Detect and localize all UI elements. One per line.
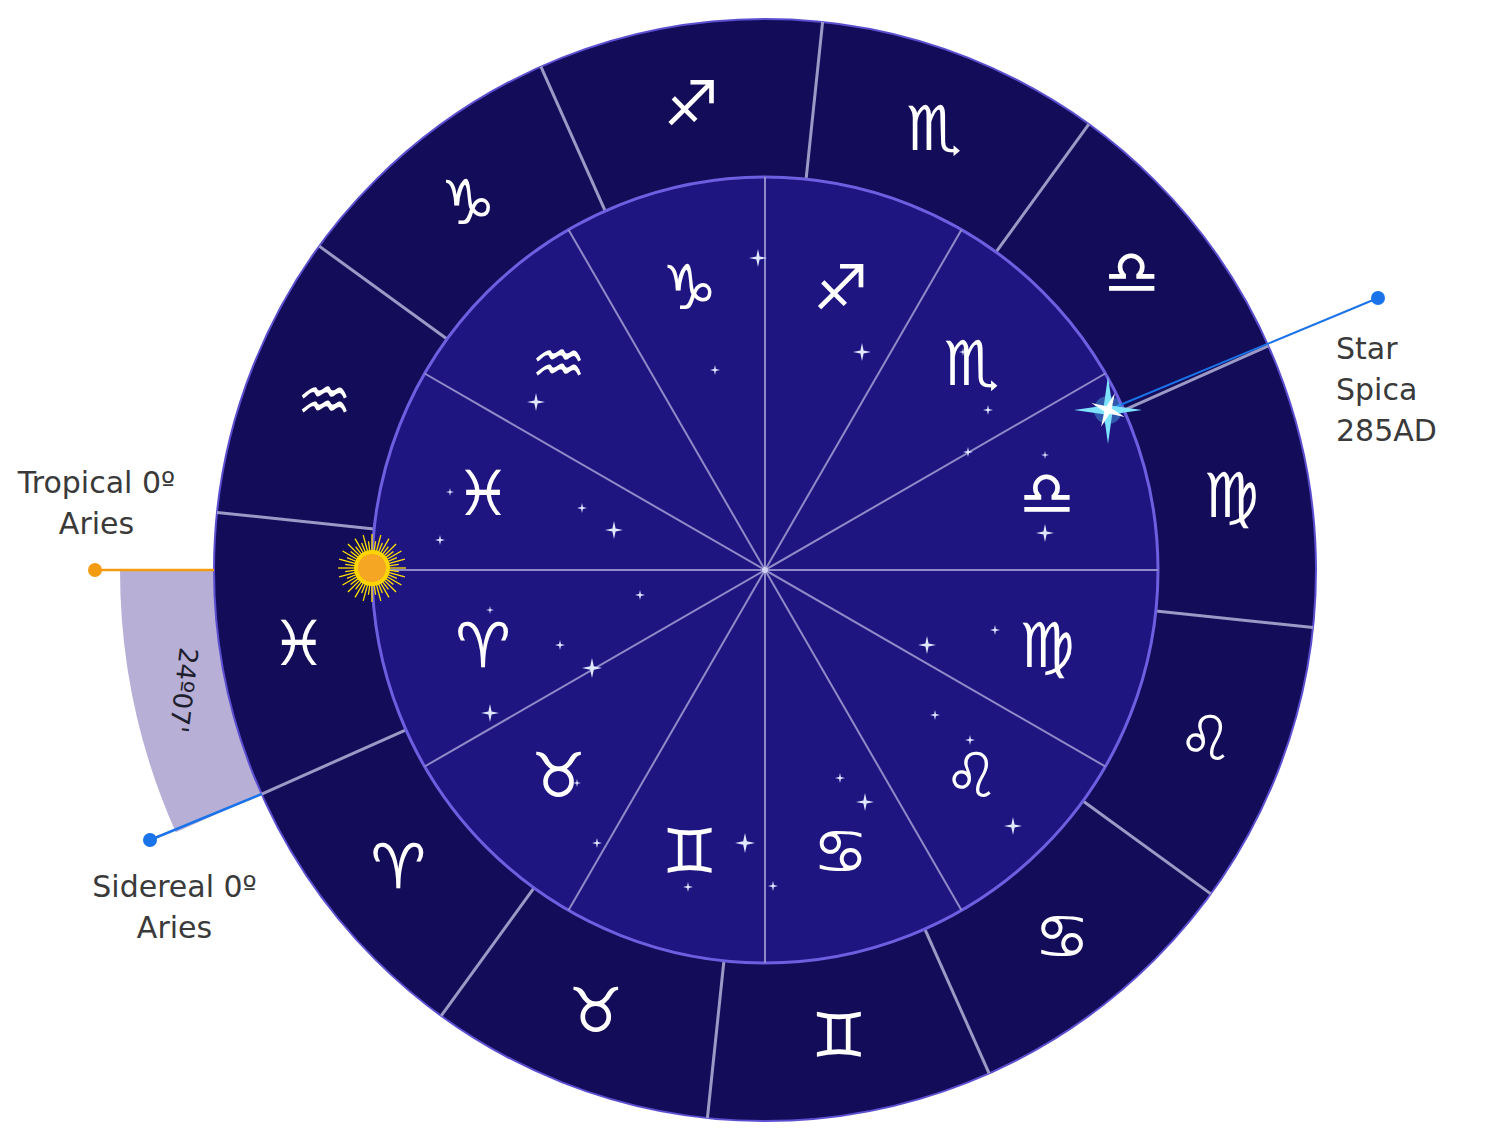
- sidereal-dot: [143, 833, 157, 847]
- center-dot: [762, 567, 768, 573]
- tropical-sign-glyph: ♓: [455, 463, 511, 525]
- divider-line: [262, 730, 406, 794]
- tropical-sign-glyph: ♍: [1019, 615, 1075, 677]
- sparkle: [635, 590, 645, 600]
- sidereal-label: Sidereal 0º Aries: [92, 866, 257, 948]
- sidereal-sign-glyph: ♈: [370, 836, 426, 898]
- sparkle: [1036, 524, 1054, 542]
- divider-line: [319, 246, 447, 339]
- sparkle: [983, 405, 993, 415]
- sidereal-sign-glyph: ♏: [906, 98, 962, 160]
- divider-line: [217, 512, 374, 529]
- divider-line: [1083, 801, 1211, 894]
- tropical-sign-glyph: ♈: [455, 615, 511, 677]
- tropical-label: Tropical 0º Aries: [14, 462, 179, 544]
- sidereal-sign-glyph: ♍: [1203, 465, 1259, 527]
- sparkle: [592, 838, 602, 848]
- sparkle: [735, 833, 755, 853]
- sparkle: [605, 521, 623, 539]
- sidereal-sign-glyph: ♒: [297, 370, 353, 432]
- divider-line: [441, 888, 534, 1016]
- outer-ring: [214, 19, 1316, 1121]
- sidereal-sign-glyph: ♋: [1034, 906, 1090, 968]
- sparkle: [1041, 451, 1049, 459]
- sparkle: [990, 625, 1000, 635]
- divider-line: [1156, 611, 1313, 628]
- tropical-sign-glyph: ♌: [944, 745, 1000, 807]
- sparkle: [710, 365, 720, 375]
- sidereal-sign-glyph: ♐: [663, 73, 719, 135]
- sparkle: [1004, 817, 1022, 835]
- divider-line: [541, 67, 605, 211]
- divider-line: [925, 929, 989, 1073]
- sparkle: [555, 640, 565, 650]
- tropical-sign-glyph: ♉: [531, 745, 587, 807]
- inner-dividers: [372, 177, 1158, 963]
- sidereal-sign-glyph: ♎: [1104, 242, 1160, 304]
- sidereal-sign-glyph: ♑: [440, 172, 496, 234]
- sparkle: [918, 636, 936, 654]
- tropical-dot: [88, 563, 102, 577]
- sparkle: [486, 606, 494, 614]
- sidereal-leader: [150, 794, 262, 840]
- tropical-sign-glyph: ♋: [813, 821, 869, 883]
- divider-line: [707, 961, 724, 1118]
- sun-symbol: [338, 534, 406, 602]
- spica-star: [1074, 376, 1142, 444]
- tropical-sign-glyph: ♊: [662, 821, 718, 883]
- tropical-sign-glyph: ♐: [813, 257, 869, 319]
- sparkle: [853, 343, 871, 361]
- tropical-leader: [95, 569, 214, 572]
- sparkle: [527, 393, 545, 411]
- divider-line: [569, 230, 962, 911]
- sun-core: [358, 554, 386, 582]
- sparkle: [856, 793, 874, 811]
- tropical-sign-glyph: ♑: [662, 257, 718, 319]
- sparkle: [930, 710, 940, 720]
- divider-line: [1124, 346, 1268, 410]
- divider-line: [425, 374, 1106, 767]
- sidereal-sign-glyph: ♌: [1178, 708, 1234, 770]
- sparkle: [963, 447, 973, 457]
- divider-line: [996, 124, 1089, 252]
- sparkle: [446, 488, 454, 496]
- sparkle: [835, 773, 845, 783]
- sparkle: [965, 735, 975, 745]
- tropical-sign-glyph: ♒: [531, 333, 587, 395]
- sparkle: [577, 503, 587, 513]
- sparkle: [481, 704, 499, 722]
- sun-rim: [354, 550, 390, 586]
- stars: [435, 249, 1054, 892]
- spica-dot: [1371, 291, 1385, 305]
- spica-label: Star Spica 285AD: [1336, 328, 1468, 451]
- sidereal-sign-glyph: ♊: [811, 1005, 867, 1067]
- sparkle: [435, 535, 445, 545]
- sparkle: [683, 882, 693, 892]
- star-core: [1084, 386, 1131, 433]
- tropical-sign-glyph: ♎: [1019, 463, 1075, 525]
- sparkle: [768, 881, 778, 891]
- outer-dividers: [217, 22, 1313, 1118]
- inner-disc: [372, 177, 1158, 963]
- sidereal-sign-glyph: ♓: [271, 613, 327, 675]
- sidereal-sign-glyph: ♉: [568, 980, 624, 1042]
- sparkle: [582, 658, 602, 678]
- divider-line: [806, 22, 823, 179]
- tropical-sign-glyph: ♏: [944, 333, 1000, 395]
- sparkle: [749, 249, 767, 267]
- star-shape: [1074, 376, 1142, 444]
